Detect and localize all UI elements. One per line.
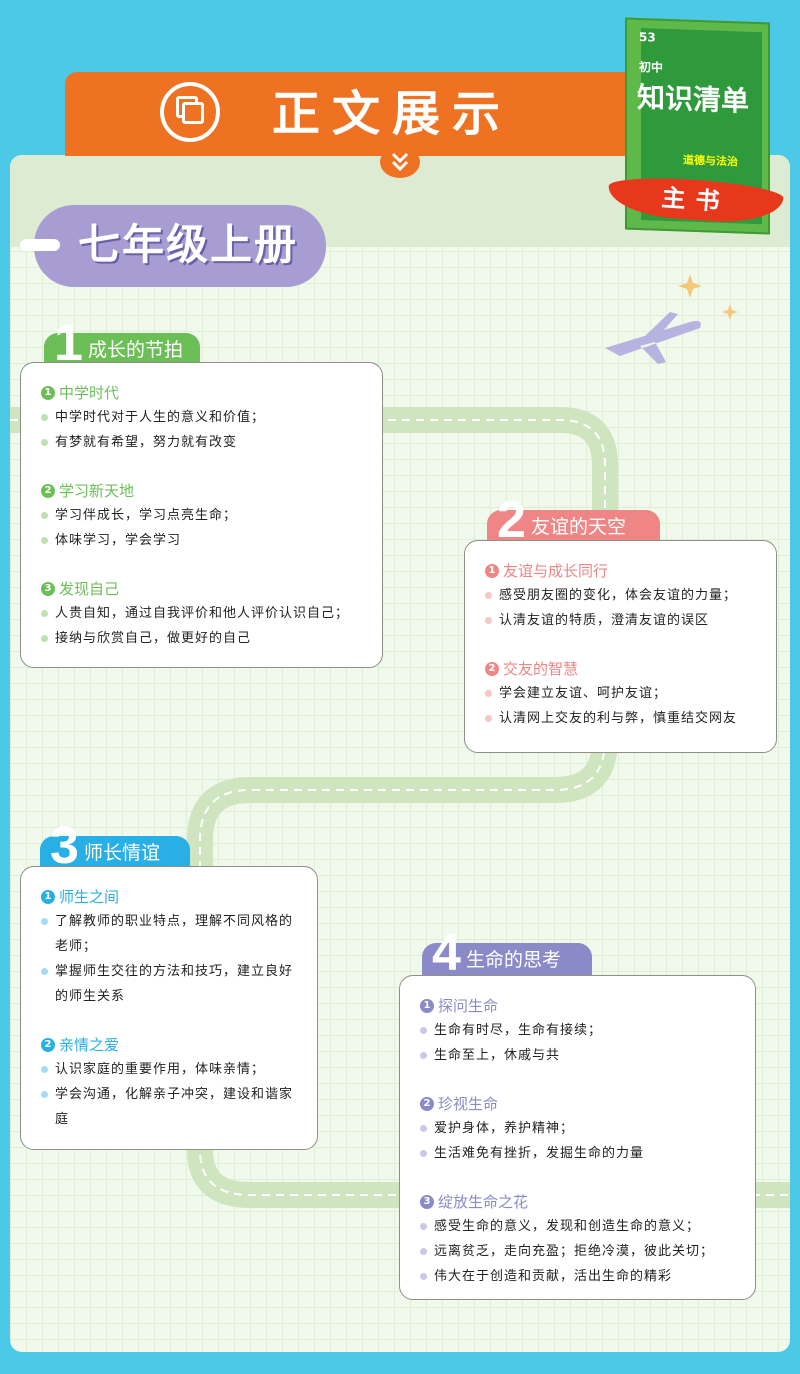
list-item: 生命至上，休戚与共 — [420, 1043, 741, 1068]
book-subject: 道德与法治 — [683, 153, 738, 169]
pages-icon — [160, 82, 220, 142]
list-item: 爱护身体，养护精神； — [420, 1116, 741, 1141]
unit-number: 2 — [497, 491, 526, 549]
unit-tag: 2 友谊的天空 — [487, 494, 660, 546]
topic-section: 1 中学时代中学时代对于人生的意义和价值；有梦就有希望，努力就有改变 — [41, 381, 368, 455]
topic-section: 2 亲情之爱认识家庭的重要作用，体味亲情；学会沟通，化解亲子冲突，建设和谐家庭 — [41, 1033, 303, 1132]
list-item: 学习伴成长，学习点亮生命； — [41, 503, 368, 528]
list-item: 认清友谊的特质，澄清友谊的误区 — [485, 608, 762, 633]
sparkle-icon — [722, 304, 738, 320]
volume-label: 七年级上册 — [20, 205, 326, 287]
topic-number: 2 — [420, 1097, 434, 1111]
list-item: 接纳与欣赏自己，做更好的自己 — [41, 626, 368, 651]
topic-title: 学习新天地 — [59, 482, 135, 500]
unit-tag: 4 生命的思考 — [422, 927, 592, 979]
unit-number: 3 — [50, 817, 79, 875]
topic-title: 中学时代 — [59, 384, 120, 402]
list-item: 人贵自知，通过自我评价和他人评价认识自己； — [41, 601, 368, 626]
topic-number: 1 — [41, 890, 55, 904]
unit-tag: 3 师长情谊 — [40, 820, 190, 872]
topic-section: 3 绽放生命之花感受生命的意义，发现和创造生命的意义；远离贫乏，走向充盈；拒绝冷漠… — [420, 1190, 741, 1289]
book-brand: 53 — [639, 29, 656, 45]
volume-title: 七年级上册 — [78, 220, 299, 269]
list-item: 了解教师的职业特点，理解不同风格的老师； — [41, 909, 303, 959]
unit-card: 1 师生之间了解教师的职业特点，理解不同风格的老师；掌握师生交往的方法和技巧，建立… — [20, 866, 318, 1150]
list-item: 学会沟通，化解亲子冲突，建设和谐家庭 — [41, 1082, 303, 1132]
topic-number: 2 — [41, 484, 55, 498]
book-level: 初中 — [639, 59, 664, 75]
topic-title: 亲情之爱 — [59, 1036, 120, 1054]
topic-number: 1 — [485, 564, 499, 578]
list-item: 掌握师生交往的方法和技巧，建立良好的师生关系 — [41, 959, 303, 1009]
unit-title: 成长的节拍 — [88, 339, 184, 361]
topic-number: 3 — [41, 582, 55, 596]
topic-heading: 3 发现自己 — [41, 577, 368, 601]
topic-section: 2 珍视生命爱护身体，养护精神；生活难免有挫折，发掘生命的力量 — [420, 1092, 741, 1166]
unit-title: 师长情谊 — [84, 842, 161, 864]
topic-heading: 3 绽放生命之花 — [420, 1190, 741, 1214]
list-item: 学会建立友谊、呵护友谊； — [485, 681, 762, 706]
topic-section: 3 发现自己人贵自知，通过自我评价和他人评价认识自己；接纳与欣赏自己，做更好的自己 — [41, 577, 368, 651]
book-title: 知识清单 — [637, 80, 750, 118]
chevron-down-icon — [380, 146, 420, 178]
topic-section: 1 友谊与成长同行感受朋友圈的变化，体会友谊的力量；认清友谊的特质，澄清友谊的误区 — [485, 559, 762, 633]
topic-number: 2 — [41, 1038, 55, 1052]
unit-card: 1 友谊与成长同行感受朋友圈的变化，体会友谊的力量；认清友谊的特质，澄清友谊的误区… — [464, 540, 777, 753]
topic-title: 珍视生命 — [438, 1095, 499, 1113]
unit-card: 1 中学时代中学时代对于人生的意义和价值；有梦就有希望，努力就有改变 2 学习新天地学… — [20, 362, 383, 668]
list-item: 生命有时尽，生命有接续； — [420, 1018, 741, 1043]
topic-section: 1 师生之间了解教师的职业特点，理解不同风格的老师；掌握师生交往的方法和技巧，建立… — [41, 885, 303, 1009]
topic-section: 1 探问生命生命有时尽，生命有接续；生命至上，休戚与共 — [420, 994, 741, 1068]
unit-number: 1 — [54, 314, 83, 372]
list-item: 有梦就有希望，努力就有改变 — [41, 430, 368, 455]
unit-card: 1 探问生命生命有时尽，生命有接续；生命至上，休戚与共 2 珍视生命爱护身体，养护精神… — [399, 975, 756, 1300]
topic-heading: 1 中学时代 — [41, 381, 368, 405]
topic-number: 3 — [420, 1195, 434, 1209]
list-item: 认清网上交友的利与弊，慎重结交网友 — [485, 706, 762, 731]
topic-heading: 2 珍视生命 — [420, 1092, 741, 1116]
topic-title: 师生之间 — [59, 888, 120, 906]
topic-heading: 2 亲情之爱 — [41, 1033, 303, 1057]
topic-heading: 1 师生之间 — [41, 885, 303, 909]
list-item: 感受生命的意义，发现和创造生命的意义； — [420, 1214, 741, 1239]
banner-title: 正文展示 — [272, 86, 513, 142]
topic-title: 探问生命 — [438, 997, 499, 1015]
topic-number: 1 — [420, 999, 434, 1013]
airplane-icon — [605, 312, 701, 364]
topic-heading: 1 友谊与成长同行 — [485, 559, 762, 583]
topic-title: 发现自己 — [59, 580, 120, 598]
topic-heading: 2 交友的智慧 — [485, 657, 762, 681]
list-item: 伟大在于创造和贡献，活出生命的精彩 — [420, 1264, 741, 1289]
topic-title: 交友的智慧 — [503, 660, 579, 678]
topic-title: 绽放生命之花 — [438, 1193, 529, 1211]
topic-section: 2 学习新天地学习伴成长，学习点亮生命；体味学习，学会学习 — [41, 479, 368, 553]
topic-title: 友谊与成长同行 — [503, 562, 609, 580]
unit-number: 4 — [432, 924, 461, 982]
sparkle-icon — [678, 274, 702, 298]
list-item: 远离贫乏，走向充盈；拒绝冷漠，彼此关切； — [420, 1239, 741, 1264]
list-item: 生活难免有挫折，发掘生命的力量 — [420, 1141, 741, 1166]
topic-number: 2 — [485, 662, 499, 676]
topic-heading: 2 学习新天地 — [41, 479, 368, 503]
unit-title: 生命的思考 — [466, 949, 562, 971]
topic-section: 2 交友的智慧学会建立友谊、呵护友谊；认清网上交友的利与弊，慎重结交网友 — [485, 657, 762, 731]
list-item: 认识家庭的重要作用，体味亲情； — [41, 1057, 303, 1082]
list-item: 感受朋友圈的变化，体会友谊的力量； — [485, 583, 762, 608]
topic-number: 1 — [41, 386, 55, 400]
unit-title: 友谊的天空 — [531, 516, 627, 538]
topic-heading: 1 探问生命 — [420, 994, 741, 1018]
list-item: 体味学习，学会学习 — [41, 528, 368, 553]
list-item: 中学时代对于人生的意义和价值； — [41, 405, 368, 430]
unit-tag: 1 成长的节拍 — [44, 317, 200, 369]
